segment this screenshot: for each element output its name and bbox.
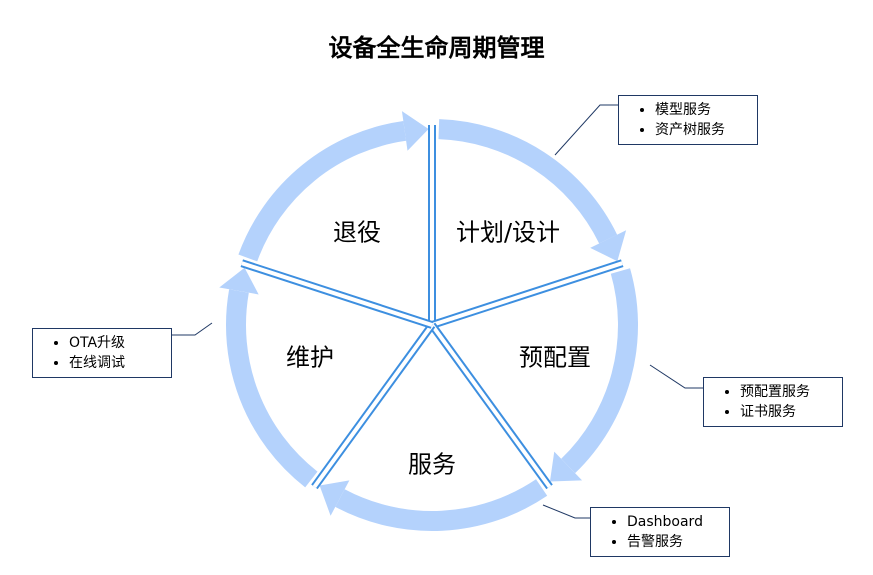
cycle-arrowhead xyxy=(590,230,627,262)
callout-leader-line xyxy=(172,322,213,336)
callout-service: Dashboard告警服务 xyxy=(590,507,730,557)
cycle-arc xyxy=(335,479,548,531)
stage-maintenance: 维护 xyxy=(286,343,334,372)
callout-item: 预配置服务 xyxy=(740,382,834,402)
sector-divider xyxy=(430,323,552,488)
cycle-arc xyxy=(561,268,638,474)
callout-item: 在线调试 xyxy=(69,353,163,373)
callout-item: Dashboard xyxy=(627,512,721,532)
callout-leader-line xyxy=(542,504,590,519)
cycle-arrowhead xyxy=(549,451,583,482)
callout-leader-line xyxy=(554,104,618,156)
callout-item: 证书服务 xyxy=(740,402,834,422)
callout-item: 告警服务 xyxy=(627,532,721,552)
callout-provisioning: 预配置服务证书服务 xyxy=(703,377,843,427)
cycle-arrowhead xyxy=(319,480,350,516)
stage-plan-design: 计划/设计 xyxy=(455,218,561,247)
callout-item: 模型服务 xyxy=(655,100,749,120)
diagram-title: 设备全生命周期管理 xyxy=(328,34,545,62)
stage-retirement: 退役 xyxy=(333,218,381,247)
callout-item: 资产树服务 xyxy=(655,120,749,140)
stage-provisioning: 预配置 xyxy=(519,343,591,372)
sector-divider xyxy=(312,323,434,488)
cycle-arrowhead xyxy=(401,111,429,151)
callout-maintenance: OTA升级在线调试 xyxy=(32,328,172,378)
cycle-arrowhead xyxy=(219,267,259,295)
sector-divider xyxy=(241,261,433,327)
cycle-arc xyxy=(226,289,318,488)
cycle-arc xyxy=(438,119,618,244)
cycle-arc xyxy=(238,121,407,262)
stage-service: 服务 xyxy=(408,450,456,479)
sector-divider xyxy=(431,261,623,327)
callout-item: OTA升级 xyxy=(69,333,163,353)
callout-leader-line xyxy=(649,364,703,389)
callout-plan-design: 模型服务资产树服务 xyxy=(618,95,758,145)
